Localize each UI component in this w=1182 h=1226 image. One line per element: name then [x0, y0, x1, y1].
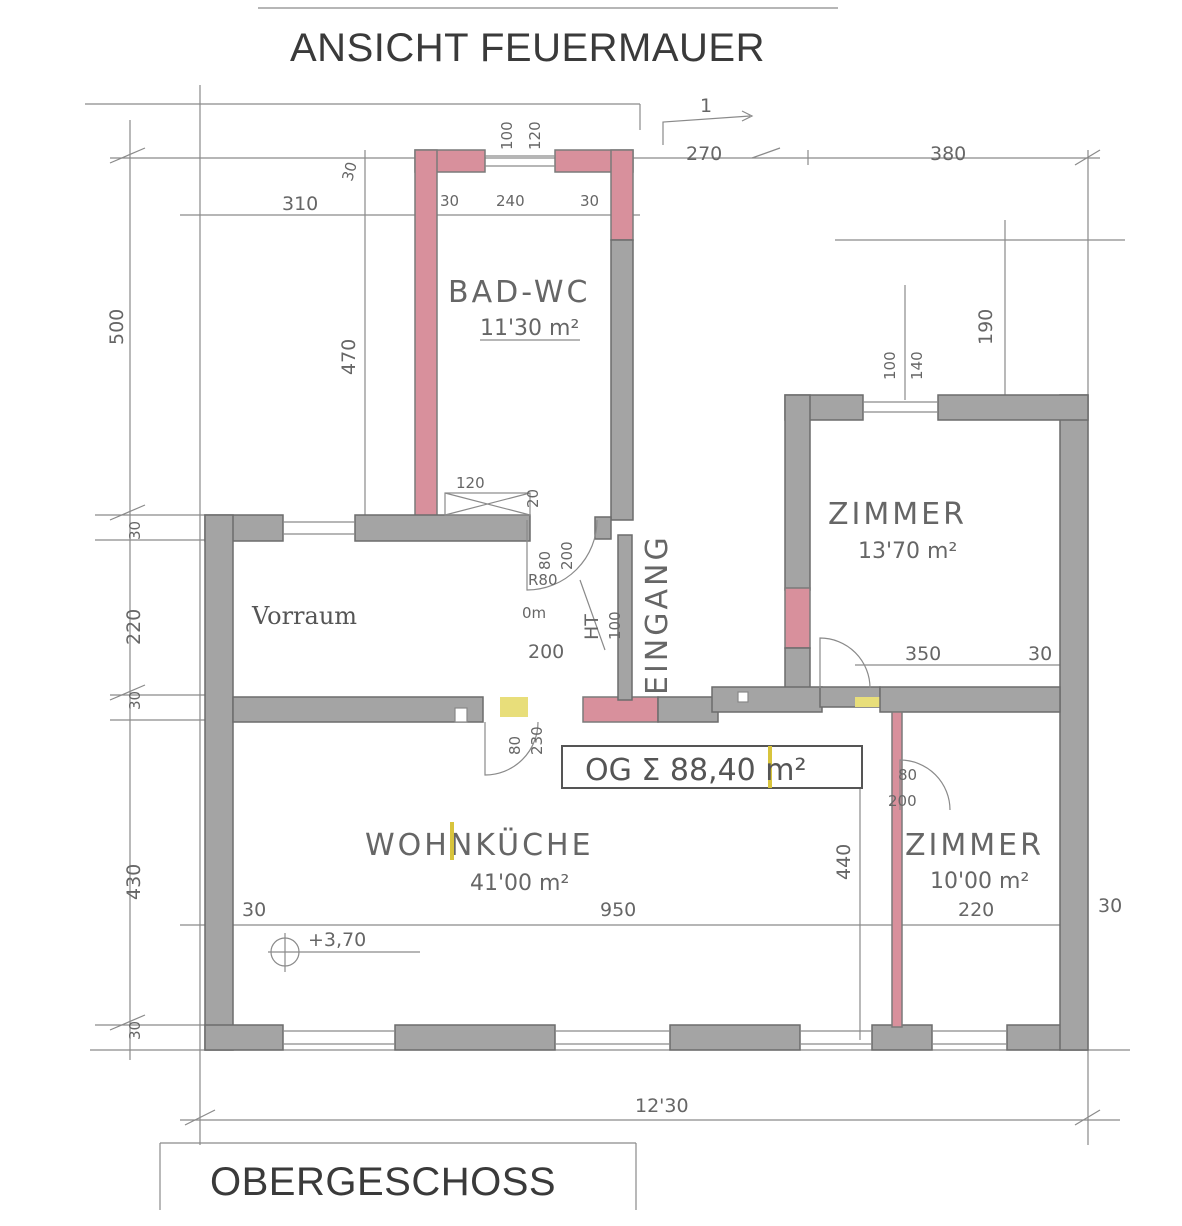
dim-shower-20: 20	[524, 489, 542, 508]
sheet-title-bottom: OBERGESCHOSS	[210, 1160, 557, 1204]
outer-walls	[204, 394, 1089, 1051]
interior-walls	[232, 516, 1061, 1028]
dim-30-a: 30	[440, 192, 459, 210]
dim-left-30c: 30	[126, 1021, 144, 1040]
door-swings	[484, 519, 951, 811]
dim-bottom-1230: 12'30	[635, 1095, 689, 1117]
dim-ht: HT	[581, 614, 603, 640]
level-marker: +3,70	[268, 929, 420, 972]
dim-door-80a: 80	[536, 551, 554, 570]
dim-zimmer-30: 30	[1028, 643, 1052, 665]
dim-zimmer-140: 140	[908, 351, 926, 380]
dim-vorraum-0m: 0m	[522, 604, 546, 622]
dim-240: 240	[496, 192, 525, 210]
dim-wohnkueche-440: 440	[833, 844, 855, 880]
dim-window-100: 100	[498, 121, 516, 150]
windows	[283, 155, 1007, 1045]
room-zimmer-1-area: 13'70 m²	[858, 539, 957, 564]
dim-zimmer-350: 350	[905, 643, 941, 665]
dim-door-80b: 80	[506, 736, 524, 755]
dim-30-vertical: 30	[338, 160, 360, 183]
dim-window-120: 120	[526, 121, 544, 150]
summary-label: OG Σ 88,40 m²	[585, 753, 807, 788]
room-wohnkueche-name: WOHNKÜCHE	[365, 827, 594, 863]
room-zimmer-1-name: ZIMMER	[828, 497, 967, 532]
dim-door-230: 230	[528, 726, 546, 755]
dim-door-200a: 200	[558, 541, 576, 570]
dim-ht-100: 100	[606, 611, 624, 640]
room-bad-wc-name: BAD-WC	[448, 275, 590, 310]
dim-zimmer2-220: 220	[958, 899, 994, 921]
dim-left-220: 220	[123, 609, 145, 645]
room-bad-wc-area: 11'30 m²	[480, 316, 579, 341]
dim-door-80c: 80	[898, 766, 917, 784]
summary-box: OG Σ 88,40 m²	[561, 745, 863, 789]
shower-tray	[444, 492, 531, 516]
sheet-title-top: ANSICHT FEUERMAUER	[290, 26, 765, 70]
dim-30-c: 30	[580, 192, 599, 210]
room-vorraum-name: Vorraum	[251, 602, 357, 630]
room-wohnkueche-area: 41'00 m²	[470, 871, 569, 896]
dim-top-380: 380	[930, 143, 966, 165]
dim-left-430: 430	[123, 864, 145, 900]
dim-wohnkueche-950: 950	[600, 899, 636, 921]
dim-left-30a: 30	[126, 521, 144, 540]
dim-zimmer-100: 100	[881, 351, 899, 380]
dim-310: 310	[282, 193, 318, 215]
dim-left-500: 500	[106, 309, 128, 345]
section-arrow: 1	[662, 95, 754, 145]
dim-left-470: 470	[338, 339, 360, 375]
dim-shower-120: 120	[456, 474, 485, 492]
dim-zimmer-190: 190	[975, 309, 997, 345]
dim-vorraum-200: 200	[528, 641, 564, 663]
dim-wohnkueche-30: 30	[242, 899, 266, 921]
dim-top-270: 270	[686, 143, 722, 165]
dim-right-30: 30	[1098, 895, 1122, 917]
dim-r80: R80	[528, 571, 558, 589]
room-zimmer-2-name: ZIMMER	[905, 828, 1044, 863]
dim-left-30b: 30	[126, 691, 144, 710]
bathroom-walls	[414, 149, 634, 521]
dim-door-200c: 200	[888, 792, 917, 810]
room-zimmer-2-area: 10'00 m²	[930, 869, 1029, 894]
level-mark-text: +3,70	[308, 929, 366, 951]
arrow-label: 1	[700, 95, 712, 117]
room-eingang-name: EINGANG	[640, 534, 675, 695]
